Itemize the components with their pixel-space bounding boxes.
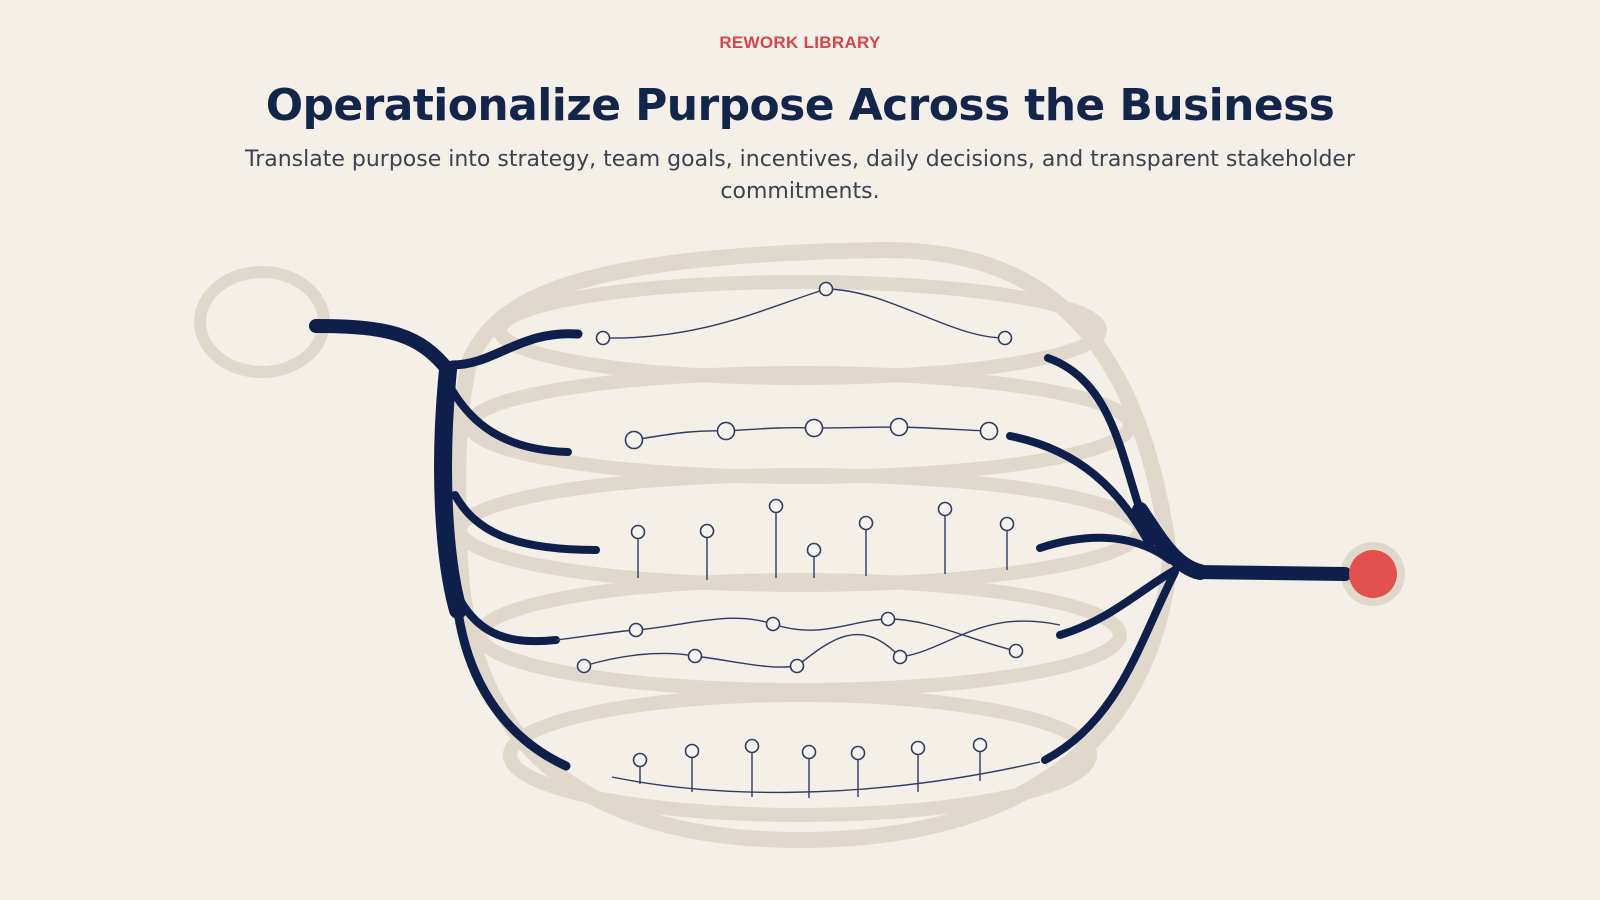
branch-2-node [979, 421, 999, 441]
page-subtitle: Translate purpose into strategy, team go… [244, 147, 1356, 204]
branch-2-node [624, 430, 644, 450]
branch-4 [555, 611, 1061, 674]
halo-band-4 [473, 573, 1127, 697]
branch-3-node [858, 515, 874, 531]
halo-band-1 [493, 275, 1107, 385]
halo-band-5 [503, 688, 1097, 822]
branch-2-node [716, 421, 736, 441]
end-dot [1349, 550, 1397, 598]
source-trunk [309, 319, 600, 771]
page-title: Operationalize Purpose Across the Busine… [265, 80, 1335, 131]
branch-4-node [789, 658, 805, 674]
start-ring [194, 266, 330, 378]
branch-4-node [892, 649, 908, 665]
branch-2-node [889, 417, 909, 437]
halo-layer [194, 241, 1405, 849]
branch-5-node [744, 738, 760, 754]
halo-band-2 [463, 366, 1137, 484]
branch-4-node [576, 658, 592, 674]
branch-2 [624, 417, 999, 450]
branch-3-node [937, 501, 953, 517]
branch-5-node [684, 743, 700, 759]
branch-1 [595, 281, 1013, 346]
branch-5-node [850, 745, 866, 761]
merge-trunk [1006, 354, 1352, 764]
branch-3-node [999, 516, 1015, 532]
branch-4-node [880, 611, 896, 627]
branch-5-node [801, 744, 817, 760]
branch-5 [611, 737, 1041, 798]
branch-3 [630, 498, 1015, 580]
branch-1-node [595, 330, 611, 346]
branch-1-node [997, 330, 1013, 346]
branch-1-node [818, 281, 834, 297]
branch-3-node [630, 524, 646, 540]
branch-5-node [972, 737, 988, 753]
branch-4-node [628, 622, 644, 638]
halo-band-3 [453, 468, 1147, 592]
branch-3-node [699, 523, 715, 539]
branch-5-node [632, 752, 648, 768]
branch-3-node [806, 542, 822, 558]
branch-4-node [687, 648, 703, 664]
branch-3-node [768, 498, 784, 514]
eyebrow-label: REWORK LIBRARY [719, 33, 881, 52]
branch-4-node [765, 616, 781, 632]
branch-2-node [804, 418, 824, 438]
branch-4-node [1008, 643, 1024, 659]
branch-5-node [910, 740, 926, 756]
